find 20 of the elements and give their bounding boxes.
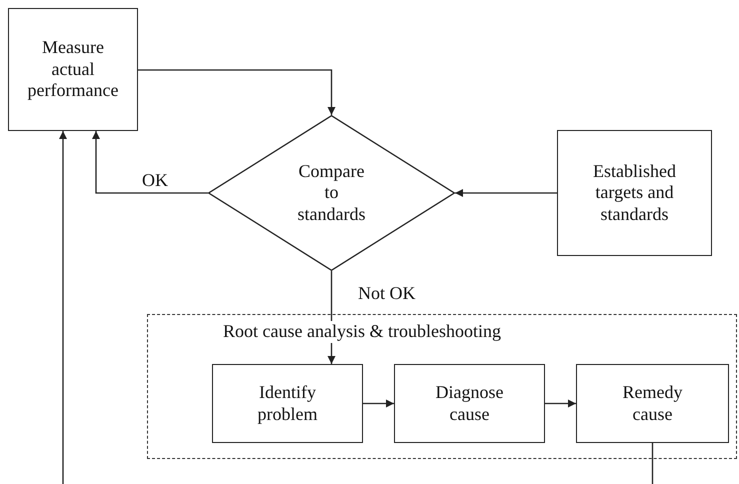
process-box bbox=[394, 364, 545, 443]
process-box bbox=[576, 364, 729, 443]
node-text: Remedy cause bbox=[622, 382, 684, 426]
process-box bbox=[557, 130, 712, 256]
process-box bbox=[212, 364, 363, 443]
decision-diamond bbox=[208, 115, 455, 271]
node-text: Diagnose cause bbox=[434, 382, 504, 426]
process-box bbox=[8, 8, 138, 131]
arrow bbox=[545, 400, 576, 408]
dashed-group-box bbox=[147, 314, 737, 459]
group-heading: Root cause analysis & troubleshooting bbox=[221, 321, 503, 343]
arrow bbox=[138, 69, 336, 115]
node-text: Established targets and standards bbox=[592, 160, 677, 226]
arrow bbox=[455, 189, 557, 197]
node-text: Identify problem bbox=[256, 382, 318, 426]
arrow bbox=[363, 400, 394, 408]
node-text: Measure actual performance bbox=[26, 37, 120, 102]
arrow bbox=[59, 131, 67, 484]
arrow bbox=[92, 131, 208, 194]
node-text: Compare to standards bbox=[296, 160, 366, 226]
